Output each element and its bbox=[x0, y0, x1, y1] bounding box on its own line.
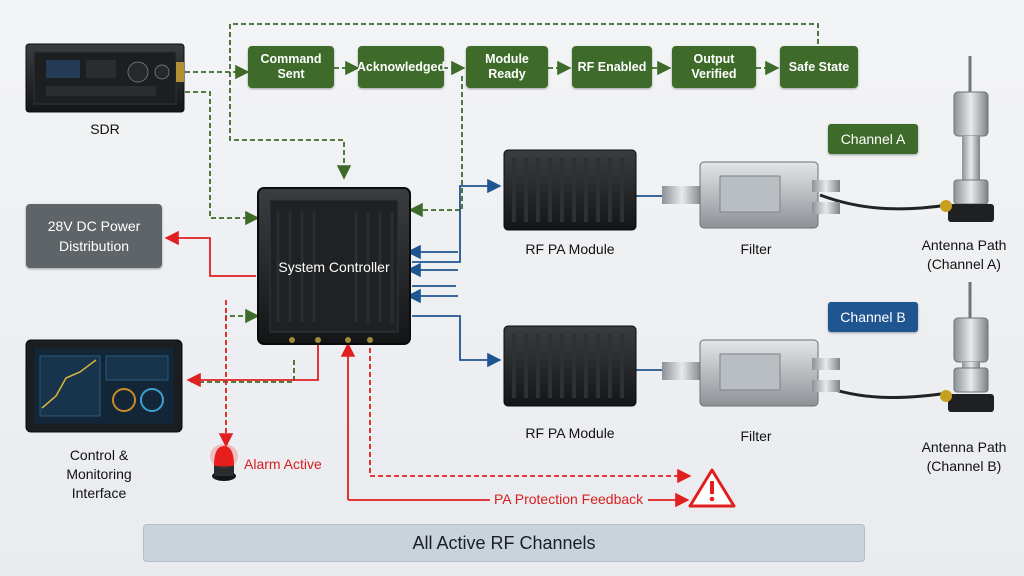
channel-a-badge: Channel A bbox=[828, 124, 918, 154]
flow-step-rf-enabled: RF Enabled bbox=[572, 46, 652, 88]
pa-module-a-label: RF PA Module bbox=[525, 241, 615, 257]
flow-step-module-ready: Module Ready bbox=[466, 46, 548, 88]
sdr-device bbox=[25, 43, 185, 113]
filter-b-label: Filter bbox=[740, 428, 772, 444]
flow-step-acknowledged: Acknowledged bbox=[357, 46, 445, 88]
pa-module-a-device bbox=[503, 149, 637, 231]
control-monitor-device bbox=[25, 339, 183, 433]
flow-step-safe-state: Safe State bbox=[780, 46, 858, 88]
alarm-beacon-icon bbox=[210, 444, 238, 481]
system-controller-device bbox=[257, 187, 411, 345]
warning-triangle-icon bbox=[688, 468, 736, 508]
flow-step-output-verified: Output Verified bbox=[672, 46, 756, 88]
all-active-channels-bar: All Active RF Channels bbox=[143, 524, 865, 562]
filter-a-label: Filter bbox=[740, 241, 772, 257]
antenna-b-label: Antenna Path (Channel B) bbox=[921, 439, 1007, 474]
filter-b-device bbox=[662, 339, 840, 407]
pa-module-b-label: RF PA Module bbox=[525, 425, 615, 441]
power-distribution-box: 28V DC Power Distribution bbox=[26, 204, 162, 268]
control-interface-label: Control & Monitoring Interface bbox=[66, 447, 132, 501]
flow-step-command-sent: Command Sent bbox=[248, 46, 334, 88]
antenna-a-device bbox=[940, 56, 994, 222]
pa-protection-label: PA Protection Feedback bbox=[494, 491, 644, 507]
antenna-a-label: Antenna Path (Channel A) bbox=[921, 237, 1007, 272]
sdr-label: SDR bbox=[90, 121, 120, 137]
antenna-b-device bbox=[940, 282, 994, 412]
flow-arrows bbox=[185, 23, 819, 383]
channel-b-badge: Channel B bbox=[828, 302, 918, 332]
red-links bbox=[164, 230, 692, 508]
pa-module-b-device bbox=[503, 325, 637, 407]
alarm-active-label: Alarm Active bbox=[244, 456, 322, 472]
system-controller-label: System Controller bbox=[278, 259, 390, 275]
filter-a-device bbox=[662, 161, 840, 229]
